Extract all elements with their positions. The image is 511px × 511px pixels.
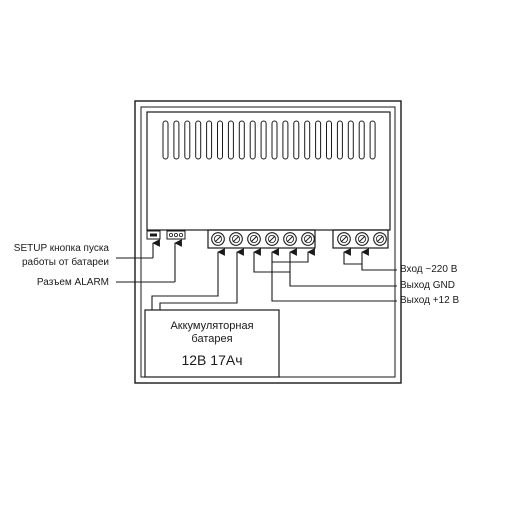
vent-slot bbox=[206, 120, 213, 160]
vent-slot bbox=[358, 120, 365, 160]
battery-spec: 12В 17Ач bbox=[181, 352, 243, 368]
plus12-output-leader bbox=[271, 262, 397, 302]
terminal-screws bbox=[211, 232, 387, 246]
alarm-pin bbox=[178, 232, 183, 237]
ventilation-slots bbox=[162, 120, 376, 160]
terminal-screw-slot bbox=[376, 235, 384, 243]
output-gnd-label: Выход GND bbox=[400, 280, 455, 291]
terminal-screw-slot bbox=[286, 235, 294, 243]
terminal-screw bbox=[283, 232, 297, 246]
ac-input-leader bbox=[361, 264, 397, 271]
enclosure-outer bbox=[134, 100, 402, 384]
vent-slot bbox=[315, 120, 322, 160]
terminal-screw-head bbox=[357, 234, 366, 243]
vent-slot bbox=[260, 120, 267, 160]
terminal-screw bbox=[247, 232, 261, 246]
vent-slot bbox=[173, 120, 180, 160]
setup-button-connector bbox=[146, 230, 161, 240]
terminal-screw-slot bbox=[250, 235, 258, 243]
terminal-screw-slot bbox=[340, 235, 348, 243]
terminal-screw bbox=[301, 232, 315, 246]
terminal-screw-head bbox=[285, 234, 294, 243]
terminal-screw-head bbox=[339, 234, 348, 243]
terminal-screw-head bbox=[249, 234, 258, 243]
vent-slot bbox=[282, 120, 289, 160]
vent-slot bbox=[162, 120, 169, 160]
setup-label-line2: работы от батареи bbox=[21, 257, 109, 268]
plus12-bus bbox=[271, 248, 315, 263]
battery-wire-positive bbox=[159, 248, 244, 310]
alarm-label: Разъем ALARM bbox=[36, 277, 109, 288]
vent-slot bbox=[249, 120, 256, 160]
terminal-screw-head bbox=[303, 234, 312, 243]
vent-slot bbox=[347, 120, 354, 160]
terminal-screw-head bbox=[375, 234, 384, 243]
input-220-label: Вход ~220 В bbox=[400, 264, 458, 275]
vent-slot bbox=[293, 120, 300, 160]
vent-slot bbox=[336, 120, 343, 160]
alarm-pin bbox=[168, 232, 173, 237]
terminal-screw-slot bbox=[358, 235, 366, 243]
vent-slot bbox=[184, 120, 191, 160]
vent-slot bbox=[195, 120, 202, 160]
vent-slot bbox=[326, 120, 332, 160]
terminal-block-dc bbox=[207, 229, 316, 249]
terminal-block-ac bbox=[332, 229, 389, 249]
terminal-screw bbox=[229, 232, 243, 246]
ac-input-bus bbox=[343, 248, 369, 265]
battery-box bbox=[144, 309, 280, 378]
battery-name-line2: батарея bbox=[191, 333, 233, 345]
terminal-screw-slot bbox=[214, 235, 222, 243]
terminal-screw-slot bbox=[232, 235, 240, 243]
terminal-screw bbox=[211, 232, 225, 246]
gnd-output-leader bbox=[289, 272, 397, 287]
setup-button-core bbox=[150, 233, 157, 237]
vent-slot bbox=[217, 120, 223, 160]
output-12v-label: Выход +12 В bbox=[400, 295, 460, 306]
terminal-screw-head bbox=[213, 234, 222, 243]
terminal-screw bbox=[355, 232, 369, 246]
alarm-pin bbox=[173, 232, 178, 237]
terminal-screw bbox=[337, 232, 351, 246]
terminal-screw bbox=[265, 232, 279, 246]
battery-name-line1: Аккумуляторная bbox=[170, 320, 254, 332]
setup-label-line1: SETUP кнопка пуска bbox=[13, 243, 109, 254]
vent-slot bbox=[227, 120, 234, 160]
terminal-screw-head bbox=[267, 234, 276, 243]
vent-slot bbox=[271, 120, 278, 160]
vent-slot bbox=[369, 120, 376, 160]
vent-slot bbox=[304, 120, 311, 160]
battery-wire-negative bbox=[151, 248, 225, 310]
terminal-screw-slot bbox=[268, 235, 276, 243]
terminal-screw-head bbox=[231, 234, 240, 243]
alarm-connector-pins bbox=[168, 232, 183, 237]
terminal-screw-slot bbox=[304, 235, 312, 243]
vent-slot bbox=[238, 120, 245, 160]
terminal-screw bbox=[373, 232, 387, 246]
alarm-connector bbox=[166, 230, 186, 240]
